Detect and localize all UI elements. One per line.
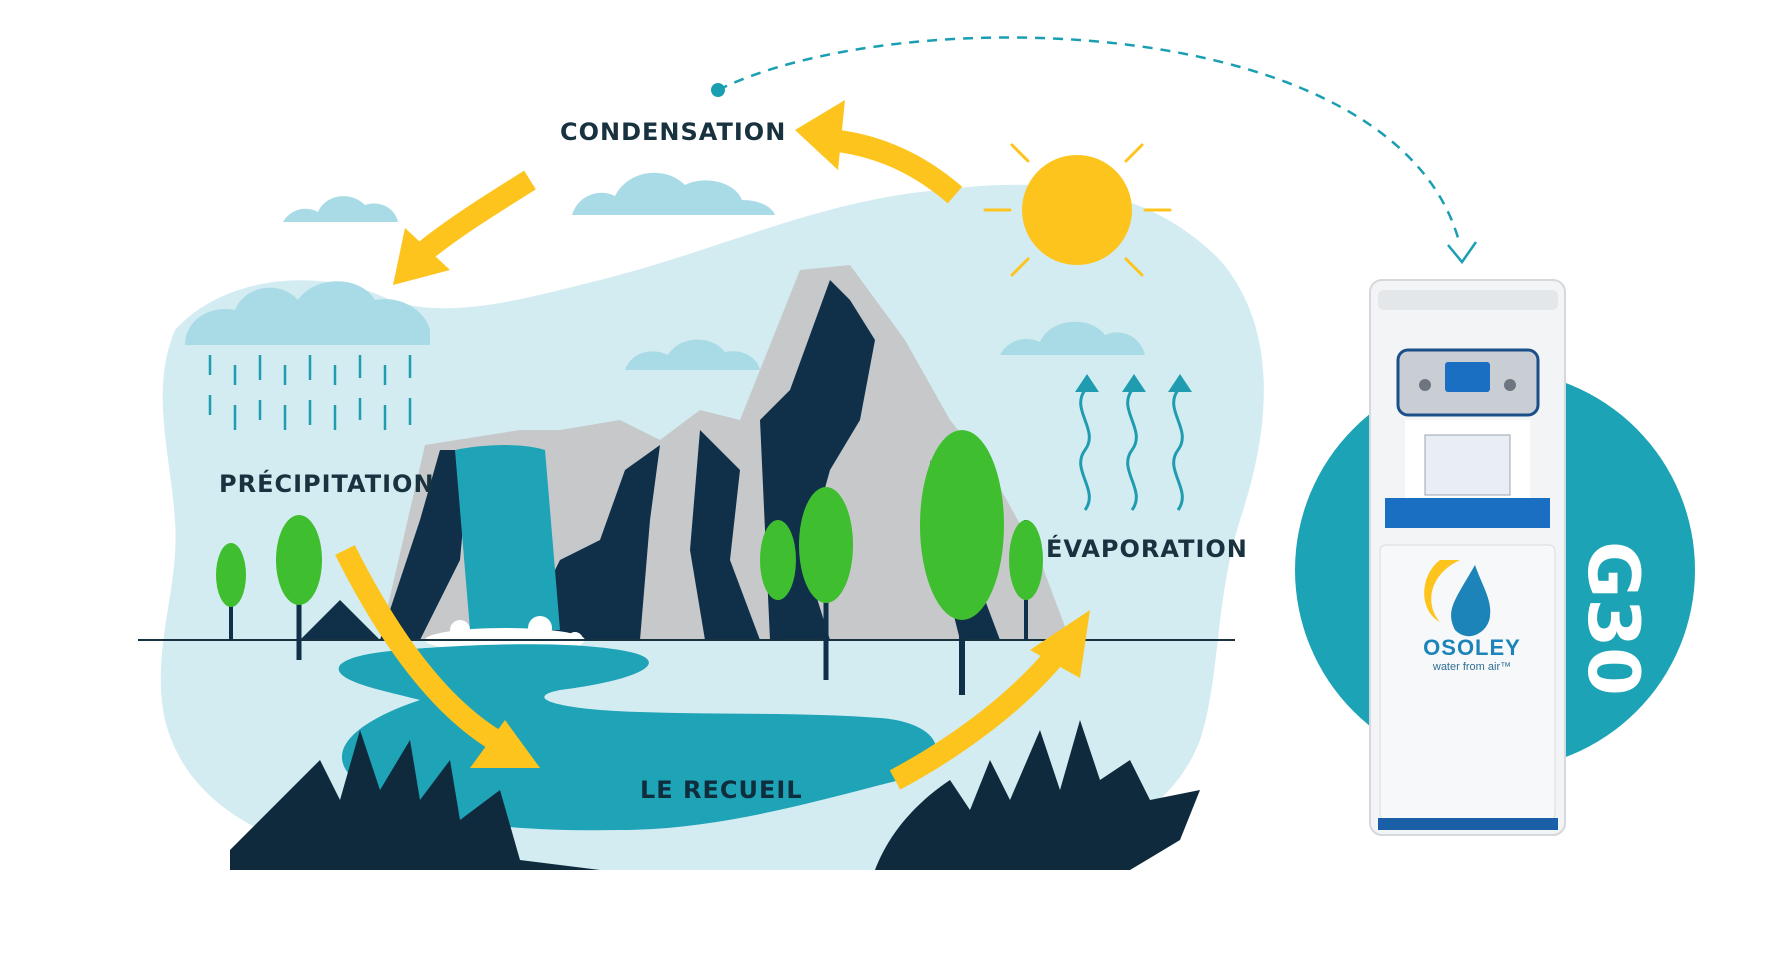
- cloud-icon: [283, 196, 398, 222]
- heat-wave-icon: [1079, 389, 1184, 511]
- tree-icon: [920, 430, 1004, 695]
- brand-logo: OSOLEY water from air™: [1412, 635, 1532, 673]
- tree-icon: [216, 543, 246, 640]
- stage-label-condensation: CONDENSATION: [560, 118, 787, 146]
- cloud-icon: [625, 339, 760, 370]
- stage-label-precipitation: PRÉCIPITATION: [219, 470, 435, 498]
- device-model-label: G30: [1572, 541, 1654, 696]
- dashed-arrow: [711, 36, 1478, 265]
- tree-icon: [799, 487, 853, 680]
- cycle-arrow: [889, 610, 1090, 790]
- grass-silhouette: [230, 720, 1200, 870]
- waterfall: [455, 445, 560, 630]
- river: [338, 644, 937, 831]
- cloud-icon: [185, 281, 430, 345]
- tree-icon: [1009, 520, 1043, 640]
- cycle-arrow: [795, 100, 963, 204]
- water-generator-device: [1369, 279, 1566, 836]
- cloud-icon: [572, 172, 775, 215]
- rain-icon: [208, 355, 412, 430]
- tree-icon: [760, 520, 796, 640]
- water-drop-logo-icon: [1424, 560, 1491, 637]
- brand-name: OSOLEY: [1423, 635, 1521, 660]
- stage-label-collection: LE RECUEIL: [640, 776, 803, 804]
- cycle-arrow: [393, 170, 536, 285]
- tree-icon: [276, 515, 322, 660]
- brand-tagline: water from air™: [1432, 661, 1512, 673]
- cycle-arrow: [335, 545, 540, 768]
- stage-label-evaporation: ÉVAPORATION: [1046, 535, 1248, 563]
- sun-icon: [983, 143, 1172, 277]
- cloud-icon: [1000, 321, 1145, 355]
